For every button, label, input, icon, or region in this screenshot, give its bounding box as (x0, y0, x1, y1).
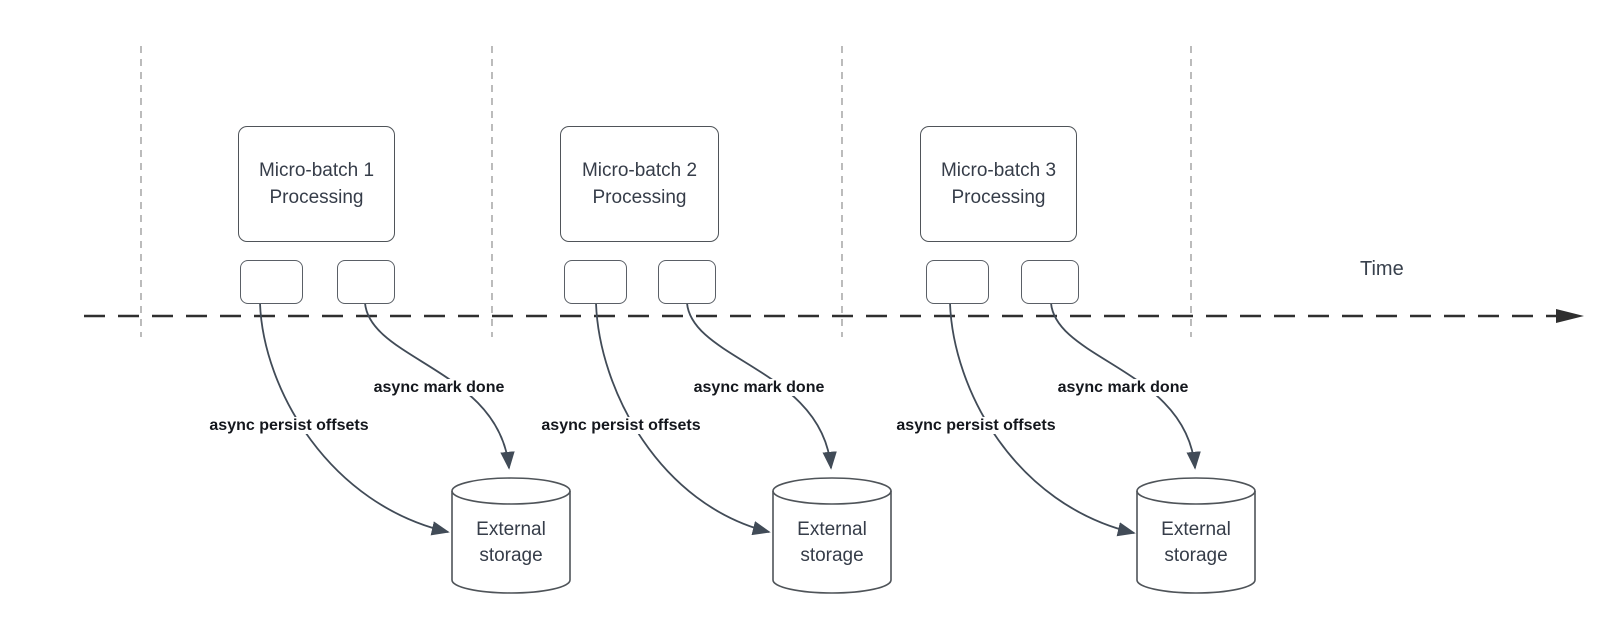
micro-batch-3-title-line1: Micro-batch 3 (940, 160, 1057, 181)
external-storage-cylinder-1 (451, 477, 571, 594)
mark-done-arrow-1 (364, 302, 515, 470)
mark-done-task-box-1 (337, 260, 395, 304)
external-storage-cylinder-3 (1136, 477, 1256, 594)
mark-done-label-2: async mark done (690, 379, 828, 396)
external-storage-label-1: External storage (476, 519, 546, 566)
micro-batch-3-title-line2: Processing (951, 187, 1046, 208)
micro-batch-2-title-line1: Micro-batch 2 (581, 160, 698, 181)
mark-done-task-box-3 (1021, 260, 1079, 304)
micro-batch-1-title-line2: Processing (269, 187, 364, 208)
external-storage-cylinder-2 (772, 477, 892, 594)
persist-offsets-arrow-3 (949, 302, 1136, 537)
micro-batch-2-title-line2: Processing (592, 187, 687, 208)
persist-offsets-label-1: async persist offsets (206, 417, 372, 434)
micro-batch-1-processing-box: Micro-batch 1 Processing (238, 126, 395, 242)
mark-done-label-3: async mark done (1054, 379, 1192, 396)
external-storage-label-2: External storage (797, 519, 867, 566)
persist-offsets-arrow-1 (259, 302, 450, 536)
mark-done-arrow-3 (1050, 302, 1201, 470)
persist-offsets-task-box-3 (926, 260, 989, 304)
persist-offsets-arrow-2 (595, 302, 771, 536)
external-storage-label-3: External storage (1161, 519, 1231, 566)
persist-offsets-label-3: async persist offsets (893, 417, 1059, 434)
micro-batch-1-title-line1: Micro-batch 1 (258, 160, 375, 181)
time-axis-label: Time (1360, 258, 1404, 280)
timeline-arrowhead-icon (1556, 309, 1584, 323)
mark-done-task-box-2 (658, 260, 716, 304)
mark-done-arrow-2 (686, 302, 837, 470)
persist-offsets-task-box-1 (240, 260, 303, 304)
persist-offsets-task-box-2 (564, 260, 627, 304)
micro-batch-2-processing-box: Micro-batch 2 Processing (560, 126, 719, 242)
micro-batch-3-processing-box: Micro-batch 3 Processing (920, 126, 1077, 242)
persist-offsets-label-2: async persist offsets (538, 417, 704, 434)
mark-done-label-1: async mark done (370, 379, 508, 396)
